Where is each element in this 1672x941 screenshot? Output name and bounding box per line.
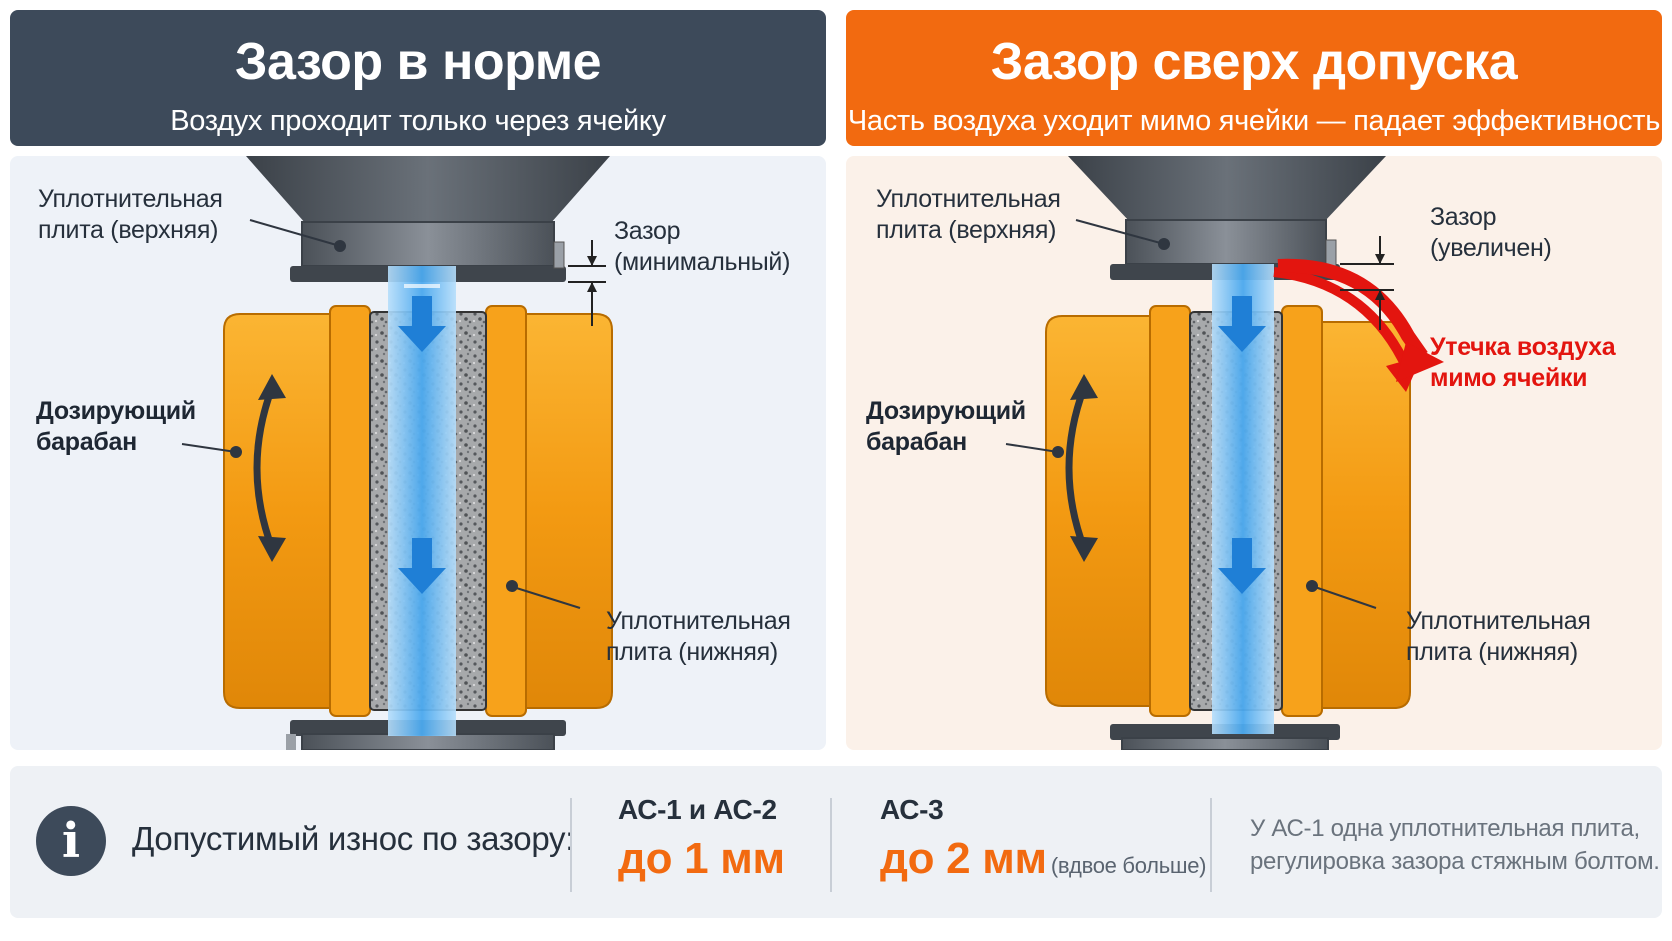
upper-hopper — [1068, 156, 1386, 222]
limit-ac3: АС-3 до 2 мм (вдвое больше) — [880, 794, 1207, 883]
upper-hopper — [246, 156, 610, 224]
lower-seal-plate — [1121, 737, 1329, 750]
leak-arrows — [1273, 258, 1444, 392]
airflow-arrow-icon — [398, 296, 446, 352]
label-upper-plate: Уплотнительная плита (верхняя) — [876, 185, 1061, 244]
airflow-column — [388, 266, 456, 736]
ac1-side-note: У АС-1 одна уплотнительная плита, регули… — [1250, 815, 1660, 875]
wear-limit-label: Допустимый износ по зазору: — [132, 820, 575, 857]
rotation-arrow-icon — [253, 386, 276, 550]
header-warning-subtitle: Часть воздуха уходит мимо ячейки — падае… — [847, 105, 1661, 137]
label-upper-plate: Уплотнительная плита (верхняя) — [38, 185, 223, 244]
diagram-normal-gap: Уплотнительная плита (верхняя) Зазор (ми… — [10, 156, 826, 750]
info-icon: i — [36, 806, 106, 876]
info-footer: i Допустимый износ по зазору: АС-1 и АС-… — [10, 766, 1662, 918]
limit-ac1-ac2: АС-1 и АС-2 до 1 мм — [618, 794, 785, 883]
leak-arrow-icon — [1396, 342, 1444, 382]
divider — [1210, 798, 1212, 892]
diagram-excess-gap: Уплотнительная плита (верхняя) Зазор (ув… — [846, 156, 1662, 750]
airflow-column — [1212, 264, 1274, 734]
airflow-arrow-icon — [398, 538, 446, 594]
header-normal-subtitle: Воздух проходит только через ячейку — [170, 105, 666, 137]
divider — [830, 798, 832, 892]
airflow-arrow-icon — [1218, 296, 1266, 352]
label-drum: Дозирующий барабан — [866, 397, 1026, 456]
header-warning: Зазор сверх допуска Часть воздуха уходит… — [846, 10, 1662, 146]
divider — [570, 798, 572, 892]
header-normal-title: Зазор в норме — [234, 33, 602, 91]
rotation-arrow-icon — [1065, 386, 1088, 550]
label-air-leak: Утечка воздуха мимо ячейки — [1430, 333, 1616, 392]
label-lower-plate: Уплотнительная плита (нижняя) — [1406, 607, 1591, 666]
label-gap: Зазор (минимальный) — [614, 217, 791, 276]
label-drum: Дозирующий барабан — [36, 397, 196, 456]
header-normal: Зазор в норме Воздух проходит только чер… — [10, 10, 826, 146]
airflow-arrow-icon — [1218, 538, 1266, 594]
label-lower-plate: Уплотнительная плита (нижняя) — [606, 607, 791, 666]
header-warning-title: Зазор сверх допуска — [990, 33, 1518, 91]
label-gap: Зазор (увеличен) — [1430, 203, 1552, 262]
lower-seal-plate — [301, 733, 555, 750]
